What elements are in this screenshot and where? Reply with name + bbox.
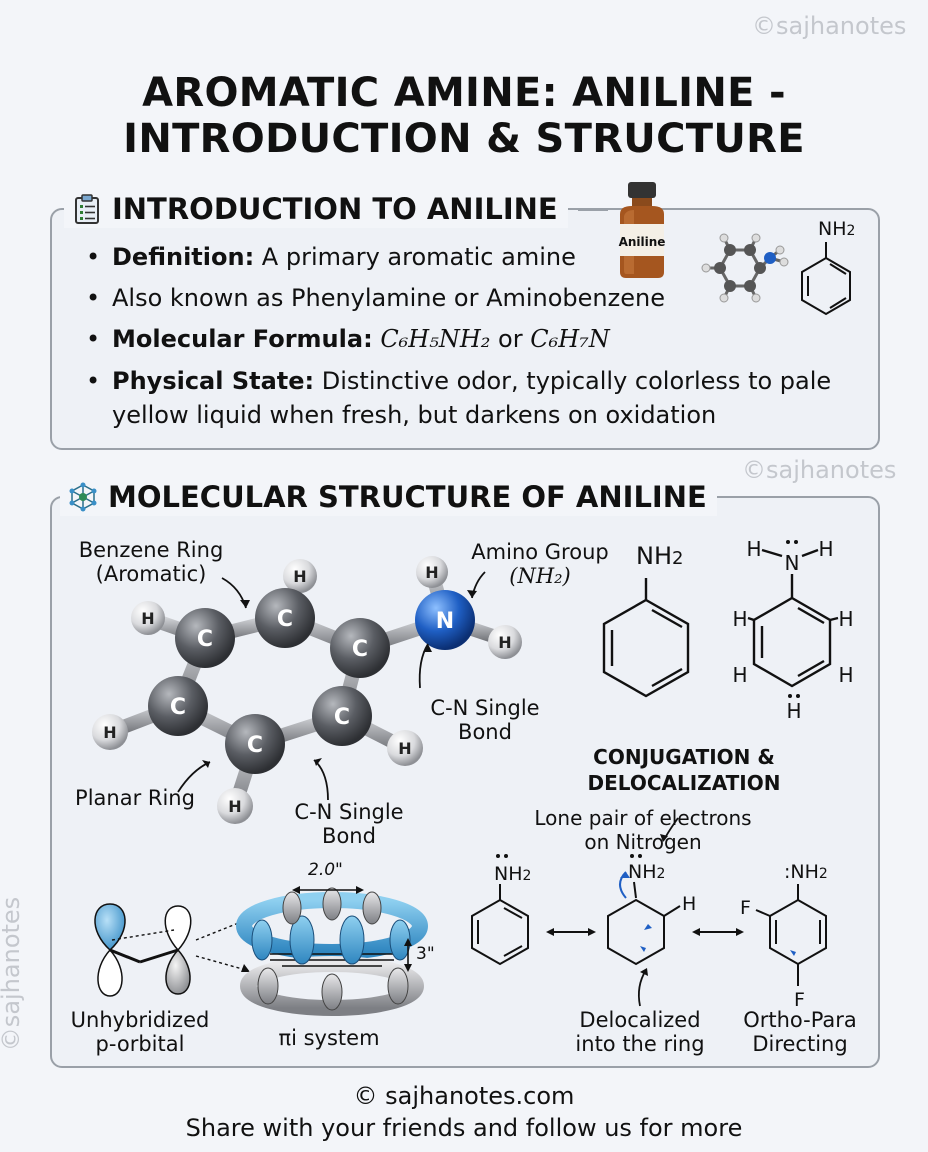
bullet-aka: •Also known as Phenylamine or Aminobenze… (86, 284, 665, 312)
atom-c-2: C (352, 637, 368, 662)
bullet-physical-state-cont: yellow liquid when fresh, but darkens on… (112, 401, 717, 429)
label-pi-system: πi system (278, 1026, 380, 1050)
structure-heading-text: MOLECULAR STRUCTURE OF ANILINE (108, 480, 707, 514)
bullet-definition: •Definition: A primary aromatic amine (86, 243, 576, 271)
aniline-skeletal-structure (602, 578, 690, 698)
watermark-left-vertical: ©sajhanotes (0, 896, 26, 1052)
arrow-cn-bottom (313, 759, 329, 801)
lewis-h-1: H (732, 607, 747, 631)
intro-heading: INTRODUCTION TO ANILINE (64, 190, 568, 228)
atom-h-3: H (103, 723, 116, 742)
aniline-3d-model-large: C C C C C C N H H H H H H H (92, 556, 522, 824)
bullet-physical-state: •Physical State: Distinctive odor, typic… (86, 367, 832, 395)
page-title-line-2: INTRODUCTION & STRUCTURE (123, 116, 805, 162)
page-title-line-1: AROMATIC AMINE: ANILINE - (142, 70, 786, 116)
res2-h: H (682, 893, 696, 915)
bottle-label: Aniline (618, 235, 666, 249)
atom-network-icon (69, 482, 97, 512)
aniline-lewis-structure: H H N H H H H H (732, 537, 853, 723)
lewis-n: N (785, 551, 800, 575)
atom-c-3: C (334, 705, 350, 730)
label-benzene-ring: Benzene Ring(Aromatic) (78, 538, 224, 586)
res3-f-top: F (740, 897, 751, 919)
lewis-h-2: H (838, 607, 853, 631)
structure-heading: MOLECULAR STRUCTURE OF ANILINE (60, 478, 717, 516)
res3-f-bottom: F (794, 989, 805, 1010)
atom-c-5: C (170, 695, 186, 720)
lewis-h-4: H (838, 663, 853, 687)
intro-heading-text: INTRODUCTION TO ANILINE (112, 192, 558, 226)
pi-system-diagram (236, 886, 428, 1016)
aniline-3d-model-small (701, 233, 789, 303)
intro-panel (50, 208, 880, 450)
label-planar-ring: Planar Ring (75, 786, 195, 810)
resonance-structures: NH2 NH2 H :NH2 F F (471, 817, 828, 1010)
atom-h-2: H (141, 609, 154, 628)
lewis-h-3: H (732, 663, 747, 687)
dim-width-label: 2.0" (308, 860, 343, 880)
atom-h-6: H (425, 563, 438, 582)
atom-h-5: H (398, 739, 411, 758)
lewis-h-n-right: H (818, 537, 833, 561)
atom-h-1: H (293, 567, 306, 586)
atom-h-7: H (498, 633, 511, 652)
watermark-top-right: ©sajhanotes (752, 12, 907, 40)
aniline-bottle-icon (620, 182, 664, 278)
res3-nh2: :NH2 (784, 861, 828, 883)
dim-height-label: 3" (416, 944, 435, 964)
clipboard-icon (75, 194, 99, 224)
atom-c-1: C (277, 607, 293, 632)
footer-share: Share with your friends and follow us fo… (185, 1114, 743, 1142)
atom-c-4: C (247, 733, 263, 758)
skeletal-nh2-label: NH2 (636, 542, 684, 570)
conjugation-title: CONJUGATION &DELOCALIZATION (587, 745, 781, 795)
atom-n: N (436, 609, 454, 634)
aniline-skeletal-small (801, 242, 851, 316)
p-orbital-diagram (94, 903, 250, 997)
label-amino-group: Amino Group(NH₂) (471, 540, 609, 588)
res1-nh2: NH2 (494, 863, 531, 885)
watermark-mid-right: ©sajhanotes (742, 456, 897, 484)
lewis-h-n-left: H (746, 537, 761, 561)
atom-c-6: C (197, 627, 213, 652)
bullet-formula: •Molecular Formula: C₆H₅NH₂ or C₆H₇N (86, 325, 610, 353)
lewis-h-5: H (786, 699, 801, 723)
footer-copyright: © sajhanotes.com (353, 1082, 575, 1110)
intro-heading-rule (578, 209, 608, 211)
atom-h-4: H (228, 797, 241, 816)
intro-nh2-label: NH2 (818, 218, 856, 240)
res2-nh2: NH2 (628, 861, 665, 883)
